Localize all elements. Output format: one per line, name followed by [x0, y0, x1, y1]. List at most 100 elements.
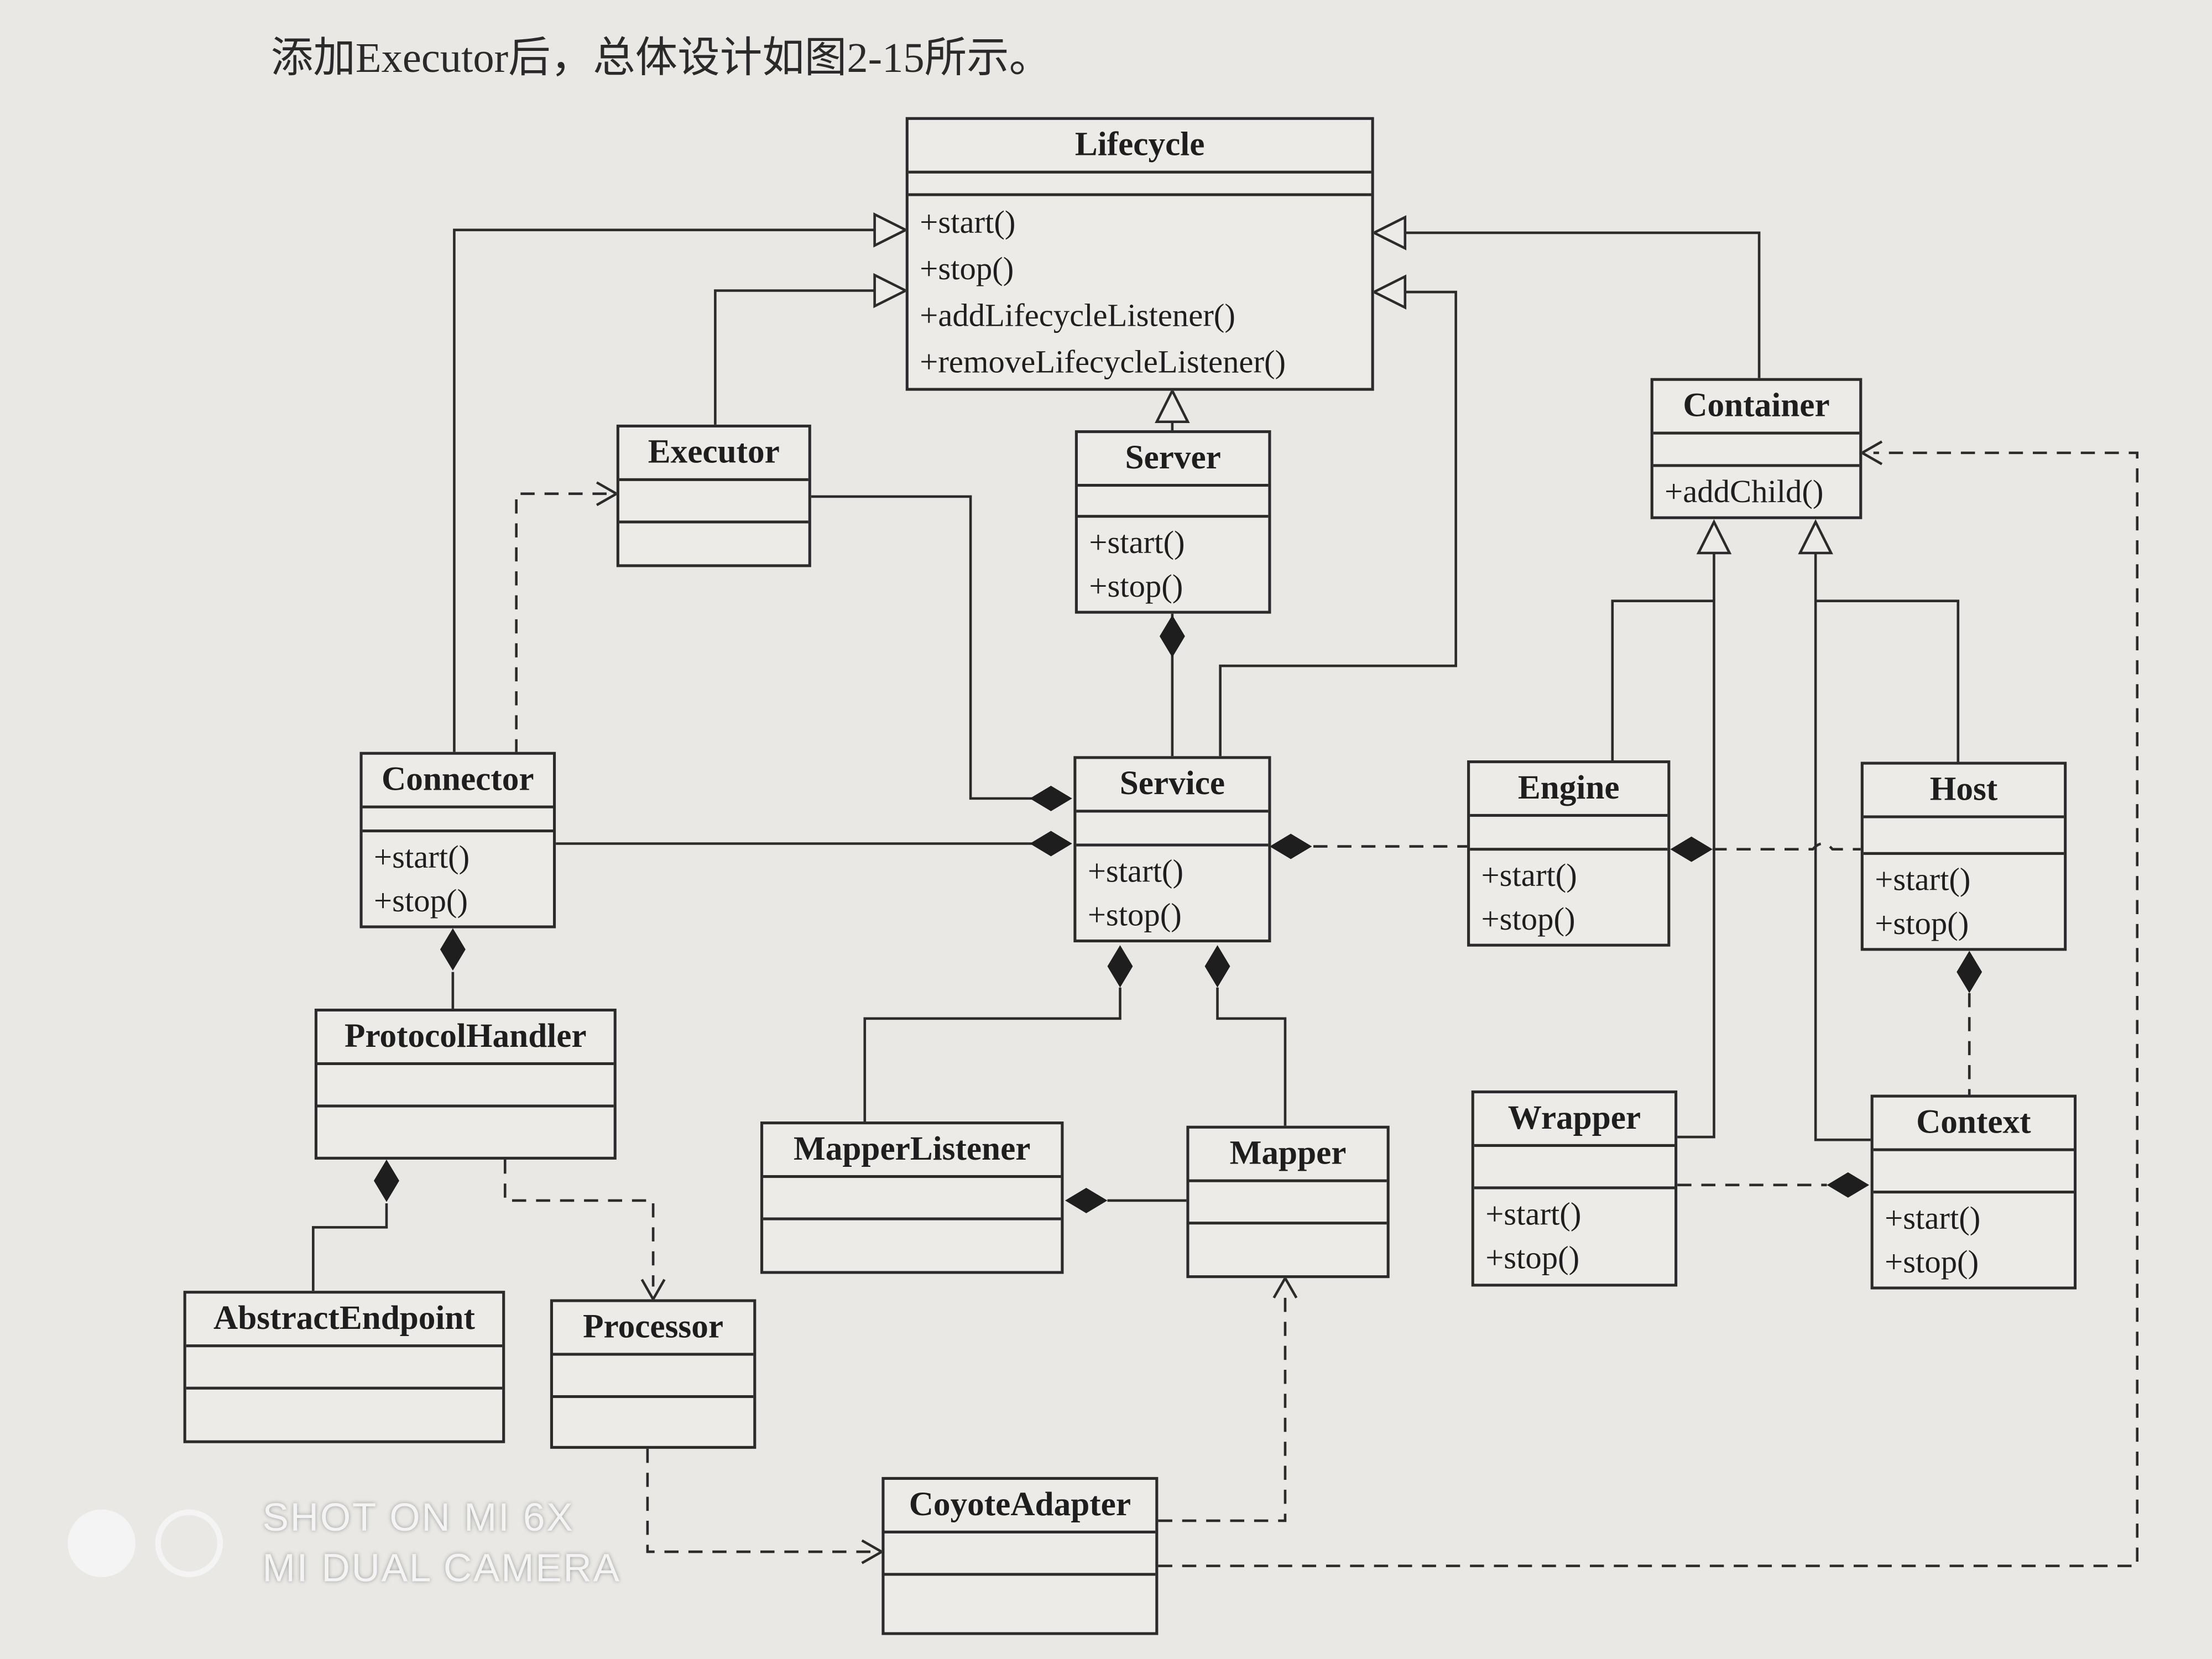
class-operation: +stop() — [1885, 1244, 1979, 1280]
class-operations: +addChild() — [1653, 467, 1859, 516]
class-attributes — [1873, 1151, 2074, 1194]
inheritance-arrow-icon — [873, 212, 909, 248]
class-attributes — [908, 174, 1371, 196]
inheritance-arrow-icon — [1696, 519, 1732, 555]
composition-diamond-icon — [1030, 785, 1072, 811]
inheritance-arrow-icon — [1155, 388, 1190, 424]
class-engine: Engine +start()+stop() — [1467, 760, 1671, 947]
adapter-mapper-dependency — [1158, 1291, 1287, 1522]
host-container-line — [1815, 599, 1960, 762]
class-operation: +removeLifecycleListener() — [920, 344, 1286, 380]
class-abstractendpoint: AbstractEndpoint — [183, 1291, 505, 1443]
protocolhandler-endpoint-line — [312, 1203, 388, 1291]
class-operation: +stop() — [374, 883, 468, 919]
class-operation: +start() — [1485, 1196, 1582, 1232]
figure-caption: 添加Executor后，总体设计如图2-15所示。 — [270, 35, 1052, 82]
class-attributes — [1076, 812, 1269, 847]
class-name: ProtocolHandler — [317, 1011, 614, 1066]
class-name: Lifecycle — [908, 120, 1371, 174]
class-operations: +start()+stop() — [1874, 1193, 2074, 1286]
class-connector: Connector +start() +stop() — [359, 752, 556, 928]
class-name: Connector — [362, 755, 553, 808]
class-operations: +start()+stop() — [1470, 851, 1667, 943]
class-operations: +start()+stop()+addLifecycleListener()+r… — [909, 196, 1371, 388]
class-operation: +stop() — [920, 251, 1014, 286]
dependency-arrowhead-icon — [596, 481, 619, 507]
class-attributes — [1470, 817, 1668, 851]
executor-lifecycle-line — [714, 289, 875, 425]
class-operation: +stop() — [1089, 568, 1183, 604]
class-attributes — [317, 1065, 614, 1108]
class-name: Wrapper — [1474, 1093, 1675, 1147]
composition-diamond-icon — [1827, 1172, 1870, 1198]
class-operations — [763, 1220, 1061, 1271]
composition-diamond-icon — [1159, 615, 1185, 658]
class-operations — [619, 523, 808, 564]
class-attributes — [619, 481, 808, 524]
class-operations: +start() +stop() — [1078, 518, 1268, 611]
class-operation: +stop() — [1087, 897, 1182, 933]
composition-diamond-icon — [1670, 836, 1713, 862]
inheritance-arrow-icon — [1798, 519, 1833, 555]
class-operation: +addChild() — [1665, 474, 1824, 509]
class-name: Executor — [619, 427, 808, 481]
class-attributes — [763, 1178, 1061, 1220]
class-operations: +start() +stop() — [1076, 847, 1268, 940]
class-name: CoyoteAdapter — [884, 1480, 1156, 1533]
composition-diamond-icon — [1107, 945, 1133, 988]
watermark-line-1: SHOT ON MI 6X — [262, 1495, 575, 1540]
engine-host-line — [1712, 842, 1861, 851]
class-operation: +stop() — [1485, 1240, 1580, 1276]
dependency-arrowhead-icon — [861, 1539, 885, 1564]
class-executor: Executor — [616, 424, 811, 567]
class-name: AbstractEndpoint — [186, 1293, 503, 1348]
class-operations — [1189, 1224, 1386, 1275]
class-operation: +start() — [1481, 858, 1577, 893]
class-operation: +start() — [1089, 524, 1185, 560]
class-container: Container+addChild() — [1650, 378, 1863, 519]
dependency-arrowhead-icon — [1272, 1275, 1298, 1299]
service-mapper-line — [1216, 987, 1287, 1126]
class-name: Engine — [1470, 763, 1668, 817]
class-server: Server +start() +stop() — [1074, 430, 1271, 614]
class-operations — [884, 1575, 1155, 1632]
class-operation: +start() — [374, 839, 470, 875]
composition-diamond-icon — [1065, 1187, 1108, 1213]
class-name: Mapper — [1189, 1129, 1387, 1182]
class-attributes — [1863, 818, 2064, 855]
processor-adapter-dependency — [646, 1448, 870, 1553]
service-lifecycle-line — [1219, 290, 1457, 757]
composition-diamond-icon — [374, 1159, 399, 1202]
wrapper-container-line — [1677, 552, 1715, 1139]
class-name: MapperListener — [763, 1124, 1061, 1178]
executor-service-line — [811, 495, 1044, 800]
class-mapper: Mapper — [1186, 1125, 1390, 1279]
dependency-arrowhead-icon — [640, 1279, 666, 1302]
class-host: Host+start()+stop() — [1860, 761, 2067, 951]
service-mapperlistener-line — [863, 987, 1121, 1122]
class-operation: +start() — [1087, 853, 1184, 889]
class-operations: +start() +stop() — [1474, 1189, 1674, 1284]
class-lifecycle: Lifecycle+start()+stop()+addLifecycleLis… — [905, 117, 1374, 391]
class-coyoteadapter: CoyoteAdapter — [881, 1477, 1159, 1635]
class-operations: +start() +stop() — [363, 832, 553, 925]
class-attributes — [552, 1356, 754, 1399]
connector-lifecycle-line — [453, 228, 875, 752]
class-attributes — [1474, 1147, 1675, 1190]
class-name: Server — [1077, 433, 1269, 487]
protocolhandler-processor-dependency — [503, 1159, 655, 1287]
class-attributes — [186, 1347, 503, 1390]
class-attributes — [362, 808, 553, 833]
class-operations — [553, 1398, 753, 1446]
composition-diamond-icon — [440, 928, 466, 971]
context-container-line — [1814, 552, 1871, 1141]
class-name: Service — [1076, 759, 1269, 813]
class-processor: Processor — [550, 1299, 757, 1449]
class-context: Context+start()+stop() — [1870, 1094, 2077, 1290]
inheritance-arrow-icon — [873, 273, 909, 309]
class-operations — [317, 1108, 614, 1157]
adapter-container-dependency — [1158, 451, 2139, 1567]
class-operation: +addLifecycleListener() — [920, 298, 1235, 333]
class-mapperlistener: MapperListener — [760, 1121, 1064, 1274]
composition-diamond-icon — [1269, 833, 1312, 859]
